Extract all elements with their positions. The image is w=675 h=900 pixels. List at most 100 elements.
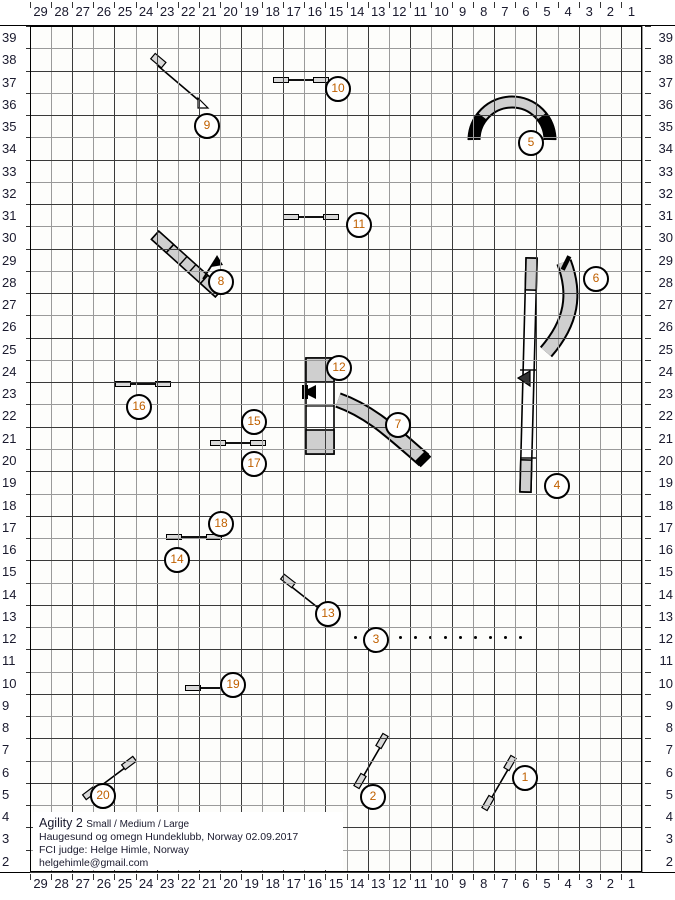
marker-18[interactable]: 18 xyxy=(208,511,234,537)
axis-tick xyxy=(515,2,516,8)
marker-16[interactable]: 16 xyxy=(126,394,152,420)
y-label-right-25: 25 xyxy=(658,341,673,357)
y-label-left-17: 17 xyxy=(2,519,17,535)
x-label-top-25: 25 xyxy=(117,4,133,19)
x-label-top-7: 7 xyxy=(501,4,509,19)
axis-tick xyxy=(389,2,390,8)
course-classes: Small / Medium / Large xyxy=(86,819,190,830)
axis-tick xyxy=(473,2,474,8)
marker-13[interactable]: 13 xyxy=(315,601,341,627)
y-label-right-5: 5 xyxy=(665,786,673,802)
y-label-right-11: 11 xyxy=(659,653,674,669)
axis-tick xyxy=(645,583,651,584)
x-label-bottom-11: 11 xyxy=(413,876,428,891)
grid-hline xyxy=(30,516,642,517)
arena-grid: 9 10 5 11 8 6 4 16 12 7 15 17 18 14 13 3… xyxy=(30,26,643,873)
axis-tick xyxy=(26,605,32,606)
x-label-bottom-28: 28 xyxy=(54,876,69,891)
grid-hline xyxy=(30,271,642,272)
grid-hline xyxy=(30,649,642,650)
grid-hline xyxy=(30,48,642,49)
y-label-left-10: 10 xyxy=(2,675,17,691)
axis-tick xyxy=(26,427,32,428)
axis-tick xyxy=(645,315,651,316)
marker-11[interactable]: 11 xyxy=(346,212,372,238)
grid-hline xyxy=(30,627,642,628)
marker-2[interactable]: 2 xyxy=(360,784,386,810)
obstacle-6-tunnel xyxy=(539,255,579,358)
axis-tick xyxy=(26,672,32,673)
marker-4[interactable]: 4 xyxy=(544,473,570,499)
axis-tick xyxy=(645,694,651,695)
x-label-top-26: 26 xyxy=(96,4,112,19)
axis-tick xyxy=(536,2,537,8)
x-label-top-5: 5 xyxy=(543,4,551,19)
marker-12[interactable]: 12 xyxy=(326,355,352,381)
axis-tick xyxy=(645,605,651,606)
axis-tick xyxy=(72,874,73,880)
x-label-top-23: 23 xyxy=(159,4,175,19)
y-label-left-39: 39 xyxy=(2,30,17,45)
y-label-right-24: 24 xyxy=(658,363,673,379)
y-label-left-22: 22 xyxy=(2,408,17,424)
marker-10[interactable]: 10 xyxy=(325,76,351,102)
y-label-right-12: 12 xyxy=(658,631,673,647)
axis-tick xyxy=(645,249,651,250)
marker-9[interactable]: 9 xyxy=(194,113,220,139)
course-info-block: Agility 2 Small / Medium / Large Haugesu… xyxy=(33,812,343,870)
x-label-bottom-29: 29 xyxy=(33,876,48,891)
y-label-left-31: 31 xyxy=(2,208,17,224)
grid-hline xyxy=(30,26,642,27)
axis-tick xyxy=(645,850,651,851)
axis-tick xyxy=(645,427,651,428)
grid-hline xyxy=(30,204,642,205)
x-label-bottom-24: 24 xyxy=(138,876,154,891)
axis-tick xyxy=(368,874,369,880)
y-label-left-25: 25 xyxy=(2,341,17,357)
x-label-bottom-19: 19 xyxy=(244,876,259,891)
y-label-right-37: 37 xyxy=(658,74,673,90)
x-label-bottom-14: 14 xyxy=(349,876,365,891)
axis-tick xyxy=(26,449,32,450)
y-label-left-34: 34 xyxy=(2,141,17,157)
y-label-right-36: 36 xyxy=(658,96,673,112)
y-label-left-8: 8 xyxy=(2,720,10,736)
weave-pole xyxy=(474,636,477,639)
grid-hline xyxy=(30,182,642,183)
marker-8[interactable]: 8 xyxy=(208,269,234,295)
obstacle-2-jump xyxy=(353,732,389,790)
y-label-right-20: 20 xyxy=(658,453,673,468)
marker-20[interactable]: 20 xyxy=(90,783,116,809)
axis-tick xyxy=(26,360,32,361)
x-label-top-19: 19 xyxy=(244,4,259,19)
axis-tick xyxy=(304,874,305,880)
axis-tick xyxy=(368,2,369,8)
weave-pole xyxy=(444,636,447,639)
marker-1[interactable]: 1 xyxy=(512,765,538,791)
axis-tick xyxy=(452,2,453,8)
marker-3[interactable]: 3 xyxy=(363,627,389,653)
marker-17[interactable]: 17 xyxy=(241,451,267,477)
axis-tick xyxy=(262,2,263,8)
marker-15[interactable]: 15 xyxy=(241,409,267,435)
grid-hline xyxy=(30,71,642,72)
axis-tick xyxy=(600,2,601,8)
y-label-left-32: 32 xyxy=(2,185,17,201)
axis-tick xyxy=(26,226,32,227)
marker-19[interactable]: 19 xyxy=(220,672,246,698)
grid-hline xyxy=(30,137,642,138)
grid-hline xyxy=(30,694,642,695)
marker-14[interactable]: 14 xyxy=(164,547,190,573)
obstacle-11-jump xyxy=(283,213,339,222)
marker-5[interactable]: 5 xyxy=(518,130,544,156)
axis-tick xyxy=(558,874,559,880)
x-label-top-24: 24 xyxy=(138,4,154,19)
marker-7[interactable]: 7 xyxy=(385,412,411,438)
weave-pole xyxy=(519,636,522,639)
x-label-bottom-23: 23 xyxy=(159,876,175,891)
y-label-left-30: 30 xyxy=(2,230,17,246)
axis-tick xyxy=(26,26,32,27)
marker-6[interactable]: 6 xyxy=(583,266,609,292)
course-title: Agility 2 xyxy=(39,816,83,830)
obstacle-9-jump xyxy=(149,52,210,109)
